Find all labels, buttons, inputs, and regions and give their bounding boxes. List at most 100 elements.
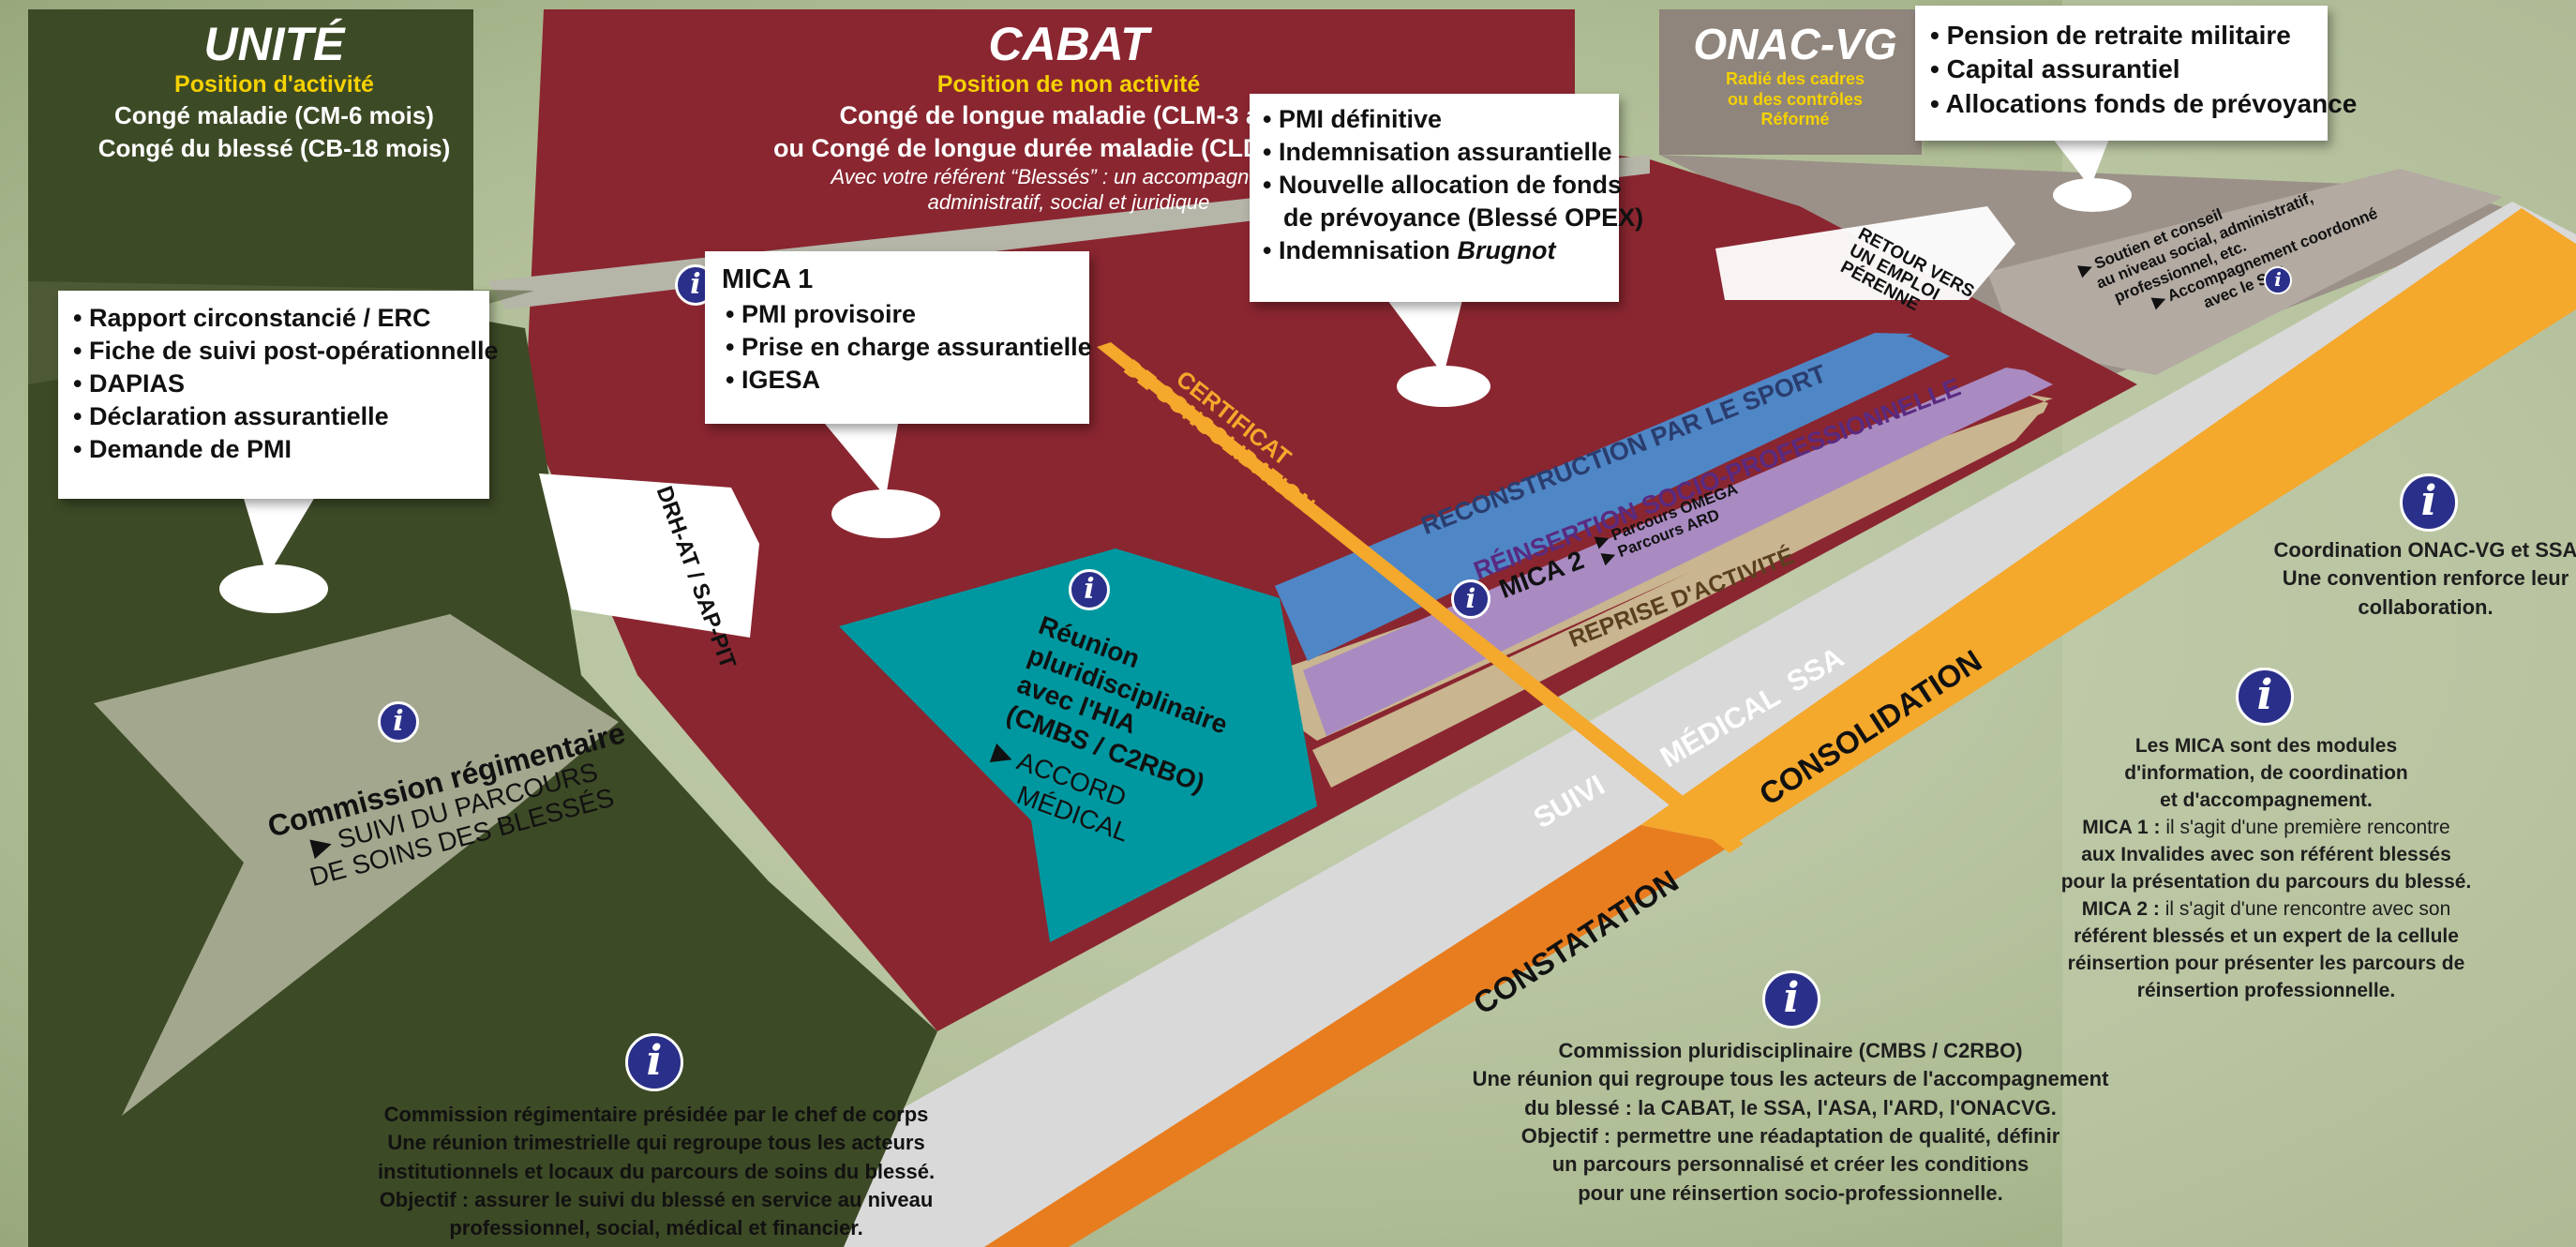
cmbs-body-1: Une réunion qui regroupe tous les acteur… [1472,1067,2109,1091]
info-icon[interactable]: i [625,1033,683,1091]
list-item: IGESA [726,364,1072,397]
onac-panel [1659,9,1922,155]
list-item: Allocations fonds de prévoyance [1930,87,2358,121]
mica-title-1: Les MICA sont des modules [2134,735,2398,757]
info-icon[interactable]: i [1451,579,1490,619]
drh-arrow [539,473,759,638]
reunion-arrow [839,548,1317,942]
certificat-line [1097,342,1744,853]
pmi-box: PMI définitive Indemnisation assurantiel… [1250,94,1643,302]
regimentaire-note: Commission régimentaire présidée par le … [356,1101,956,1243]
list-item: Indemnisation assurantielle [1263,136,1612,169]
commission-shape [94,614,619,1116]
onac-header: ONAC-VG Radié des cadres ou des contrôle… [1669,19,1922,130]
info-icon[interactable]: i [1762,970,1820,1029]
list-item: Prise en charge assurantielle [726,331,1092,364]
callout-bubble-pmi [1397,366,1490,407]
mica-title-3: et d'accompagnement. [2160,789,2373,811]
pmi-continued-text: de prévoyance (Blessé OPEX) [1283,203,1644,233]
regim-body-1: Une réunion trimestrielle qui regroupe t… [387,1131,925,1155]
coordination-note: Coordination ONAC-VG et SSA Une conventi… [2269,536,2576,622]
list-item: Nouvelle allocation de fonds [1263,169,1622,202]
cmbs-body-5: pour une réinsertion socio-professionnel… [1578,1180,2003,1205]
retour-arrow [1715,206,2015,300]
unite-documents-box: Rapport circonstancié / ERC Fiche de sui… [58,291,499,499]
mica1-note-3: pour la présentation du parcours du bles… [2060,870,2472,893]
onac-line-3: Réformé [1760,110,1830,129]
regim-body-3: Objectif : assurer le suivi du blessé en… [379,1188,934,1212]
mica1-title: MICA 1 [722,264,814,294]
callout-tail-pmi [1387,300,1462,375]
sport-band-top [1275,333,1912,619]
list-item: Déclaration assurantielle [73,400,474,433]
callout-bubble-unite [219,564,328,613]
cabat-line-1: Congé de longue maladie (CLM-3 ans) [839,101,1298,129]
list-item: PMI provisoire [726,298,1072,331]
regim-body-4: professionnel, social, médical et financ… [449,1216,863,1240]
regim-title: Commission régimentaire présidée par le … [383,1103,929,1126]
callout-bubble-mica1 [831,489,940,538]
callout-bubble-onac [2053,178,2132,212]
mica2-note-4: réinsertion professionnelle. [2136,979,2396,1001]
list-item: Capital assurantiel [1930,53,2313,86]
mica1-note-label: MICA 1 : [2082,816,2161,838]
callout-tail-mica1 [816,413,900,497]
unite-title: UNITÉ [203,18,345,70]
pmi-last-italic: Brugnot [1457,236,1556,265]
sport-band [1275,336,1950,661]
info-icon[interactable]: i [1069,569,1110,610]
coordination-body-1: Une convention renforce leur [2282,566,2569,591]
mica2-note-text: il s'agit d'une rencontre avec son [2159,897,2451,920]
onac-soutien-panel [1987,169,2503,375]
list-item: PMI définitive [1263,103,1606,136]
mica2-note-1: MICA 2 : il s'agit d'une rencontre avec … [2053,896,2479,924]
coordination-body-2: collaboration. [2358,594,2494,619]
unite-subtitle: Position d'activité [174,71,374,98]
cabat-title: CABAT [988,18,1149,70]
cmbs-body-4: un parcours personnalisé et créer les co… [1551,1152,2029,1177]
list-item: Fiche de suivi post-opérationnelle [73,335,499,368]
list-item: Rapport circonstancié / ERC [73,302,474,335]
mica1-note-text: il s'agit d'une première rencontre [2160,816,2450,838]
mica-title-2: d'information, de coordination [2124,761,2408,784]
info-icon[interactable]: i [2236,668,2294,726]
constatation-band [984,825,1734,1247]
mica2-note-3: réinsertion pour présenter les parcours … [2067,952,2465,974]
consolidation-band [1640,208,2576,844]
regim-body-2: institutionnels et locaux du parcours de… [377,1159,936,1183]
onac-line-2: ou des contrôles [1727,89,1864,109]
mica2-note-2: référent blessés et un expert de la cell… [2074,924,2459,947]
cabat-italic-1: Avec votre référent “Blessés” : un accom… [831,164,1307,188]
info-icon[interactable]: i [378,701,419,743]
cmbs-body-2: du blessé : la CABAT, le SSA, l'ASA, l'A… [1524,1095,2057,1119]
cabat-subtitle: Position de non activité [936,71,1201,98]
list-item-continued: de prévoyance (Blessé OPEX) [1263,202,1643,234]
suivi-band [656,202,2576,1247]
cmbs-note: Commission pluridisciplinaire (CMBS / C2… [1467,1037,2114,1208]
unite-line-2: Congé du blessé (CB-18 mois) [97,133,451,162]
onac-line-1: Radié des cadres [1725,69,1865,88]
list-item: Indemnisation Brugnot [1263,234,1606,267]
cabat-header: CABAT Position de non activité Congé de … [581,17,1556,215]
cabat-italic-2: administratif, social et juridique [927,190,1210,215]
cmbs-body-3: Objectif : permettre une réadaptation de… [1520,1124,2060,1149]
info-icon[interactable]: i [2400,473,2458,532]
onac-title: ONAC-VG [1693,20,1897,68]
mica1-note-2: aux Invalides avec son référent blessés [2081,843,2451,865]
onac-box: Pension de retraite militaire Capital as… [1915,6,2358,141]
callout-tail-unite [239,483,323,577]
list-item: DAPIAS [73,368,474,400]
mica-note: Les MICA sont des modules d'information,… [2053,733,2479,1005]
coordination-title: Coordination ONAC-VG et SSA [2273,538,2576,562]
mica1-box: MICA 1 PMI provisoire Prise en charge as… [705,251,1092,424]
unite-header: UNITÉ Position d'activité Congé maladie … [37,17,511,163]
mica2-note-label: MICA 2 : [2081,897,2160,920]
info-icon[interactable]: i [2264,266,2292,294]
list-item: Demande de PMI [73,433,474,466]
unite-line-1: Congé maladie (CM-6 mois) [114,101,434,129]
cmbs-title: Commission pluridisciplinaire (CMBS / C2… [1558,1039,2023,1062]
list-item: Pension de retraite militaire [1930,19,2313,53]
reprise-band-body [1312,403,2048,788]
callout-tail-onac [2053,139,2109,188]
pmi-last-prefix: Indemnisation [1278,236,1458,265]
